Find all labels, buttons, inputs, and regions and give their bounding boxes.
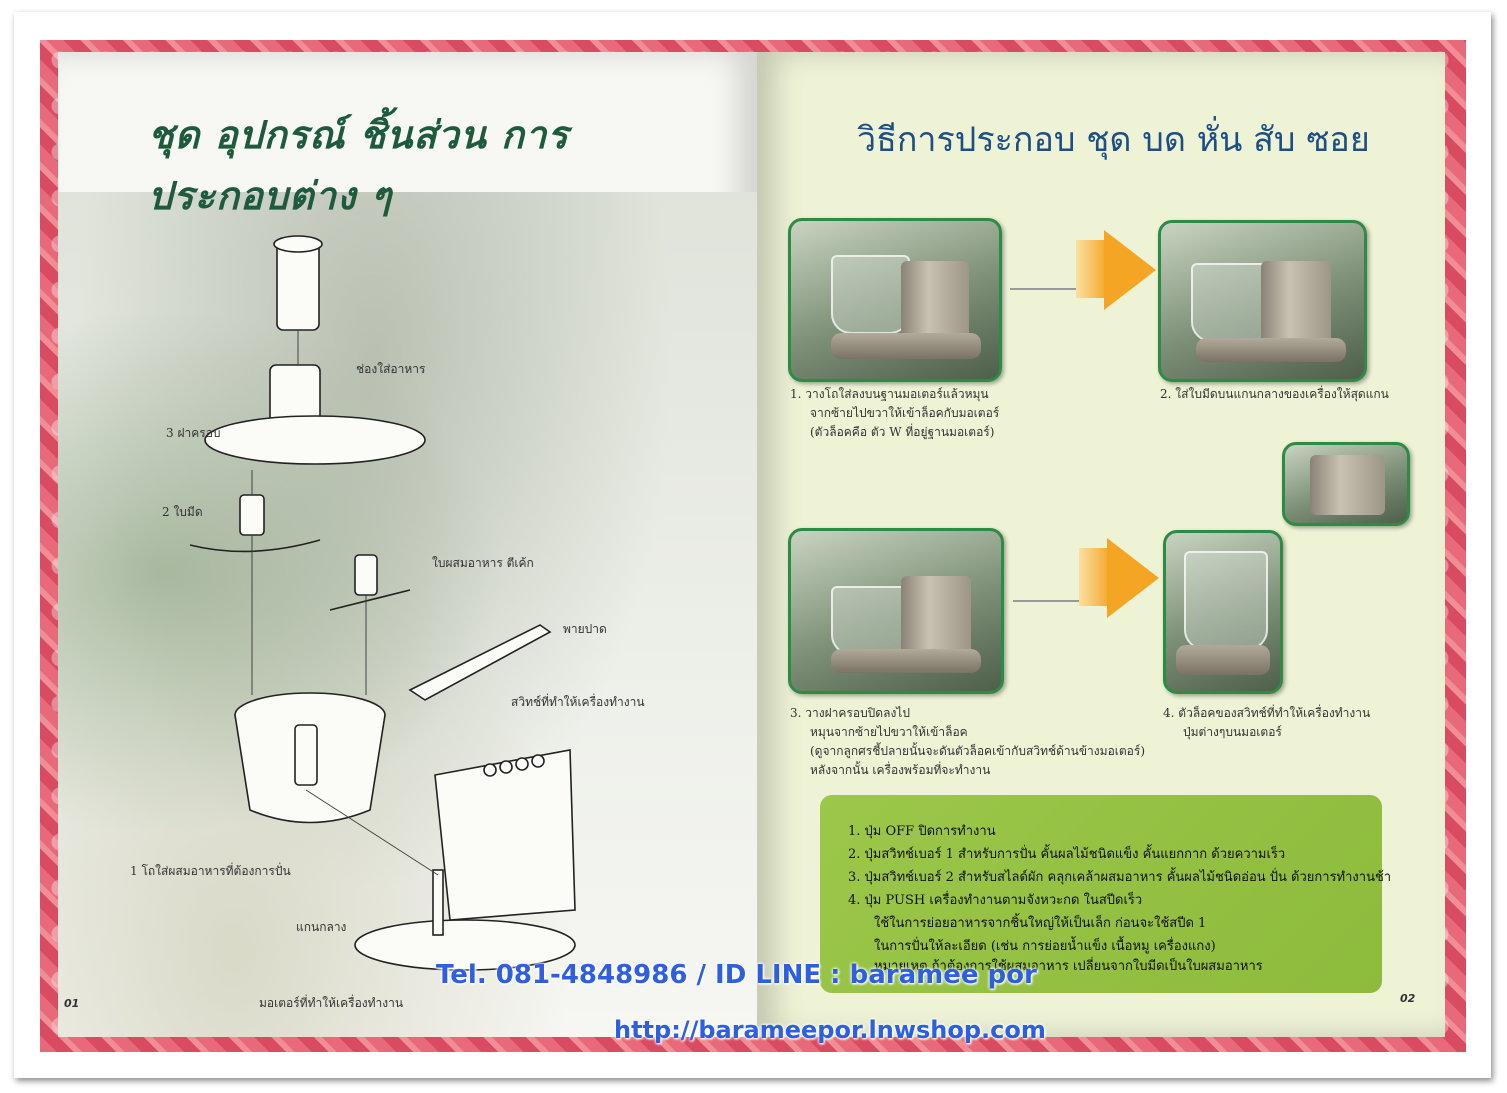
exploded-parts-diagram [189, 235, 576, 971]
instruction-1-number: 1. [848, 824, 861, 839]
step-3-4-arrow [1107, 538, 1159, 618]
step-2-number: 2. [1160, 387, 1172, 401]
step-2-photo [1158, 220, 1367, 382]
instruction-3-text: ปุ่มสวิทช์เบอร์ 2 สำหรับสไลด์ผัก คลุกเคล… [864, 870, 1392, 885]
button-instructions-box [820, 795, 1382, 993]
step-4-photo [1163, 530, 1283, 694]
watermark-url: http://barameepor.lnwshop.com [614, 1016, 1046, 1044]
instruction-3: 3. ปุ่มสวิทช์เบอร์ 2 สำหรับสไลด์ผัก คลุก… [848, 866, 1391, 887]
page-number-left: 01 [64, 997, 80, 1010]
instruction-1: 1. ปุ่ม OFF ปิดการทำงาน [848, 820, 996, 841]
step-3-line-4: หลังจากนั้น เครื่องพร้อมที่จะทำงาน [810, 763, 991, 777]
instruction-4-detail-1: ใช้ในการย่อยอาหารจากชิ้นใหญ่ให้เป็นเล็ก … [874, 916, 1207, 931]
instruction-2: 2. ปุ่มสวิทช์เบอร์ 1 สำหรับการปั่น คั้นผ… [848, 843, 1285, 864]
step-2-line-1: ใส่ใบมีดบนแกนกลางของเครื่องให้สุดแกน [1175, 387, 1389, 401]
label-motor: มอเตอร์ที่ทำให้เครื่องทำงาน [259, 996, 404, 1010]
instruction-note: หมายเหตุ ถ้าต้องการใช้ผสมอาหาร เปลี่ยนจา… [874, 959, 1263, 974]
label-spatula: พายปาด [563, 622, 607, 636]
label-lid: 3 ฝาครอบ [166, 426, 221, 440]
manual-left-page: ชุด อุปกรณ์ ชิ้นส่วน การประกอบต่าง ๆ 01 [58, 52, 758, 1037]
instruction-4-text: ปุ่ม PUSH เครื่องทำงานตามจังหวะกด ในสปีด… [864, 893, 1143, 908]
step-4-line-1: ตัวล็อคของสวิทช์ที่ทำให้เครื่องทำงาน [1178, 706, 1371, 720]
page-number-right: 02 [1400, 992, 1416, 1005]
step-3-line-2: หมุนจากซ้ายไปขวาให้เข้าล็อค [810, 725, 968, 739]
blade-drawing [239, 494, 265, 536]
step-1-2-arrow [1104, 230, 1156, 310]
step-3-photo [788, 528, 1004, 694]
step-4-number: 4. [1163, 706, 1175, 720]
step-1-caption: 1. วางโถใส่ลงบนฐานมอเตอร์แล้วหมุน จากซ้า… [790, 385, 999, 442]
step-1-2-arrow-stem [1076, 240, 1108, 298]
instruction-4: 4. ปุ่ม PUSH เครื่องทำงานตามจังหวะกด ในส… [848, 889, 1142, 910]
step-1-line-1: วางโถใส่ลงบนฐานมอเตอร์แล้วหมุน [805, 387, 989, 401]
mixing-blade-drawing [354, 554, 378, 596]
instruction-4-detail-2: ในการปั่นให้ละเอียด (เช่น การย่อยน้ำแข็ง… [874, 939, 1216, 954]
instruction-4-number: 4. [848, 893, 861, 908]
step-3-line-1: วางฝาครอบปิดลงไป [805, 706, 910, 720]
instruction-2-text: ปุ่มสวิทช์เบอร์ 1 สำหรับการปั่น คั้นผลไม… [864, 847, 1286, 862]
lid-drawing [204, 415, 426, 465]
motor-housing-drawing [434, 749, 576, 921]
step-3-4-arrow-stem [1079, 548, 1111, 606]
step-1-number: 1. [790, 387, 802, 401]
motor-base-drawing [354, 919, 576, 971]
label-bowl: 1 โถใส่ผสมอาหารที่ต้องการปั่น [130, 864, 291, 878]
step-1-photo [788, 218, 1002, 382]
step-1-2-line [1010, 288, 1108, 290]
step-3-4-line [1013, 600, 1109, 602]
step-4-line-2: ปุ่มต่างๆบนมอเตอร์ [1183, 725, 1282, 739]
step-1-line-3: (ตัวล็อคคือ ตัว W ที่อยู่ฐานมอเตอร์) [810, 425, 995, 439]
step-4-closeup-photo [1282, 442, 1410, 526]
step-3-line-3: (ดูจากลูกศรชี้ปลายนั้นจะดันตัวล็อคเข้ากั… [810, 744, 1145, 758]
left-page-title: ชุด อุปกรณ์ ชิ้นส่วน การประกอบต่าง ๆ [148, 112, 569, 218]
instruction-3-number: 3. [848, 870, 861, 885]
step-2-caption: 2. ใส่ใบมีดบนแกนกลางของเครื่องให้สุดแกน [1160, 385, 1389, 404]
label-feed-chute: ช่องใส่อาหาร [356, 362, 426, 376]
watermark-phone-line: Tel. 081-4848986 / ID LINE : baramee por [436, 960, 1037, 990]
step-3-caption: 3. วางฝาครอบปิดลงไป หมุนจากซ้ายไปขวาให้เ… [790, 704, 1145, 780]
label-shaft: แกนกลาง [296, 920, 347, 934]
step-3-number: 3. [790, 706, 802, 720]
instruction-2-number: 2. [848, 847, 861, 862]
spatula-drawing [408, 624, 552, 701]
step-4-caption: 4. ตัวล็อคของสวิทช์ที่ทำให้เครื่องทำงาน … [1163, 704, 1370, 742]
right-page-title: วิธีการประกอบ ชุด บด หั่น สับ ซอย [857, 120, 1370, 160]
vegetable-background-image [58, 192, 758, 1037]
label-mixing-blade: ใบผสมอาหาร ตีเค้ก [432, 556, 534, 570]
step-1-line-2: จากซ้ายไปขวาให้เข้าล็อคกับมอเตอร์ [810, 406, 1000, 420]
label-switch: สวิทช์ที่ทำให้เครื่องทำงาน [511, 695, 645, 709]
label-blade: 2 ใบมีด [162, 505, 203, 519]
instruction-1-text: ปุ่ม OFF ปิดการทำงาน [864, 824, 996, 839]
